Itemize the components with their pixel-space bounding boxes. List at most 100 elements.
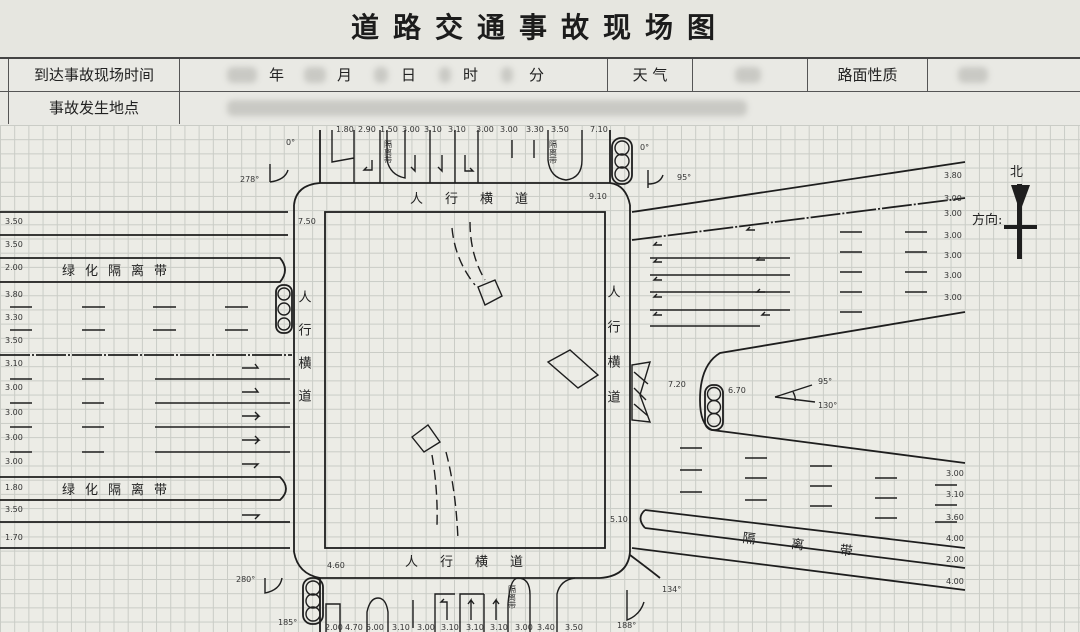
compass-direction-label: 方向: [972, 212, 1002, 228]
traffic-light-top-right [611, 137, 633, 185]
left-lane-width: 3.00 [5, 408, 23, 417]
greenbelt-upper [0, 257, 286, 283]
right-lane-width: 3.00 [944, 271, 962, 280]
bottom-lane-width: 3.10 [490, 623, 508, 632]
road-surface-label: 路面性质 [808, 59, 928, 91]
weather-value [693, 59, 808, 91]
day-label: 日 [401, 66, 417, 84]
vehicle-c [546, 349, 600, 389]
right-lane-width: 3.80 [944, 171, 962, 180]
right-lane-width: 3.00 [944, 194, 962, 203]
top-lane-width: 7.10 [590, 125, 608, 134]
right-lane-width: 4.00 [946, 577, 964, 586]
angle: 278° [240, 175, 259, 184]
year-label: 年 [269, 66, 285, 84]
bottom-lane-width: 3.10 [466, 623, 484, 632]
month-label: 月 [337, 66, 353, 84]
measurement: 7.20 [668, 380, 686, 389]
right-lane-width: 3.00 [944, 231, 962, 240]
arrival-time-label: 到达事故现场时间 [8, 59, 180, 91]
right-lane-width: 2.00 [946, 555, 964, 564]
top-lane-width: 1.50 [380, 125, 398, 134]
top-lane-width: 3.10 [424, 125, 442, 134]
measurement: 6.70 [728, 386, 746, 395]
angle: 280° [236, 575, 255, 584]
measurement: 9.10 [589, 192, 607, 201]
left-lane-width: 3.00 [5, 457, 23, 466]
measurement: 4.60 [327, 561, 345, 570]
traffic-light-left [275, 284, 293, 334]
top-lane-width: 3.50 [551, 125, 569, 134]
crosswalk-top: 人行横道 [410, 192, 550, 207]
right-lane-width: 3.00 [946, 469, 964, 478]
arrival-time-value: 年 月 日 时 分 [179, 59, 608, 91]
bottom-lane-width: 5.00 [366, 623, 384, 632]
bottom-lane-width: 4.70 [345, 623, 363, 632]
angle: 0° [286, 138, 295, 147]
angle: 130° [818, 401, 837, 410]
median-label-right: 隔离带 [742, 530, 890, 564]
left-road [0, 211, 293, 549]
right-lane-width: 3.00 [944, 293, 962, 302]
bottom-lane-width: 3.10 [392, 623, 410, 632]
top-lane-width: 3.30 [526, 125, 544, 134]
top-lane-width: 2.90 [358, 125, 376, 134]
bottom-lane-width: 3.10 [441, 623, 459, 632]
left-lane-width: 3.50 [5, 240, 23, 249]
greenbelt-label-upper: 绿化隔离带 [62, 263, 177, 279]
right-lane-width: 3.60 [946, 513, 964, 522]
page-title: 道路交通事故现场图 [350, 11, 729, 44]
greenbelt-lower [0, 476, 287, 501]
top-lane-width: 3.00 [402, 125, 420, 134]
compass-north: 北 [1010, 165, 1023, 180]
left-lane-arrows [242, 363, 261, 520]
angle: 95° [818, 377, 832, 386]
top-road [269, 130, 664, 188]
right-lane-width: 4.00 [946, 534, 964, 543]
median-label-top-right: 隔离带 [549, 140, 558, 165]
bottom-lane-width: 3.00 [417, 623, 435, 632]
angle: 0° [640, 143, 649, 152]
road-surface-value [928, 59, 1080, 91]
vehicle-a [477, 279, 503, 306]
left-lane-width: 3.00 [5, 383, 23, 392]
compass [1004, 184, 1037, 259]
right-road [631, 161, 966, 591]
location-value [179, 92, 1080, 124]
bottom-road [264, 577, 645, 632]
left-lane-width: 2.00 [5, 263, 23, 272]
bottom-lane-width: 3.50 [565, 623, 583, 632]
intersection [293, 130, 661, 632]
right-lane-width: 3.00 [944, 251, 962, 260]
arrival-time-row: 到达事故现场时间 年 月 日 时 分 天 气 路面性质 [0, 59, 1080, 92]
measurement: 7.50 [298, 217, 316, 226]
header-table: 到达事故现场时间 年 月 日 时 分 天 气 路面性质 事故发生地点 [0, 57, 1080, 127]
minute-label: 分 [529, 66, 545, 84]
weather-label: 天 气 [608, 59, 693, 91]
intersection-box [324, 211, 606, 549]
top-lane-width: 1.80 [336, 125, 354, 134]
left-lane-width: 1.70 [5, 533, 23, 542]
vehicle-trajectories [411, 221, 600, 541]
left-lane-width: 3.30 [5, 313, 23, 322]
left-lane-width: 1.80 [5, 483, 23, 492]
bottom-lane-width: 3.00 [515, 623, 533, 632]
angle: 134° [662, 585, 681, 594]
left-lane-width: 3.50 [5, 336, 23, 345]
median-label-bottom: 隔离带 [508, 585, 517, 610]
left-lane-width: 3.80 [5, 290, 23, 299]
median-label-top: 隔离带 [384, 140, 393, 165]
measurement: 5.10 [610, 515, 628, 524]
crosswalk-left: 人行横道 [296, 290, 312, 422]
location-row: 事故发生地点 [0, 92, 1080, 124]
left-lane-width: 3.10 [5, 359, 23, 368]
vehicle-b [411, 424, 441, 453]
top-lane-width: 3.00 [500, 125, 518, 134]
angle: 95° [677, 173, 691, 182]
traffic-light-bottom-left [302, 577, 324, 625]
traffic-light-island [704, 384, 724, 431]
left-lane-width: 3.50 [5, 505, 23, 514]
greenbelt-label-lower: 绿化隔离带 [62, 482, 177, 498]
bottom-lane-width: 3.40 [537, 623, 555, 632]
